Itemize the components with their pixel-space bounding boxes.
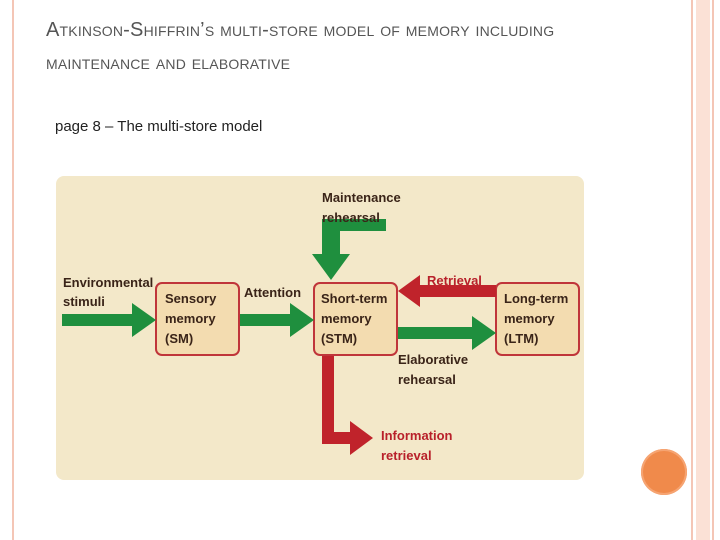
long-term-memory-label-line3: (LTM): [504, 331, 538, 346]
retrieval-arrow: [398, 275, 496, 307]
sensory-memory-label-line1: Sensory: [165, 291, 217, 306]
sensory-memory-label-line3: (SM): [165, 331, 193, 346]
right-decorative-rule: [691, 0, 693, 540]
environmental-stimuli-label-line2: stimuli: [63, 294, 105, 309]
left-decorative-rule: [12, 0, 14, 540]
elaborative-rehearsal-arrow: [398, 316, 496, 350]
short-term-memory-label-line1: Short-term: [321, 291, 387, 306]
orange-circle-decoration: [641, 449, 687, 495]
sensory-memory-box: [155, 282, 240, 356]
long-term-memory-box: [495, 282, 580, 356]
right-decorative-rule-outer: [712, 0, 714, 540]
short-term-memory-label-line2: memory: [321, 311, 372, 326]
retrieval-label: Retrieval: [427, 273, 482, 288]
elaborative-rehearsal-label-line2: rehearsal: [398, 372, 456, 387]
attention-arrow: [240, 303, 314, 337]
slide-title: Atkinson-Shiffrin’s multi-store model of…: [46, 19, 555, 74]
attention-label: Attention: [244, 285, 301, 300]
long-term-memory-label-line1: Long-term: [504, 291, 568, 306]
information-retrieval-arrow: [322, 356, 373, 455]
maintenance-rehearsal-label-line2: rehearsal: [322, 210, 380, 225]
long-term-memory-label-line2: memory: [504, 311, 555, 326]
right-decorative-band: [696, 0, 710, 540]
diagram-subheading: page 8 – The multi-store model: [55, 118, 263, 135]
elaborative-rehearsal-label-line1: Elaborative: [398, 352, 468, 367]
short-term-memory-label-line3: (STM): [321, 331, 357, 346]
maintenance-rehearsal-label-line1: Maintenance: [322, 190, 401, 205]
maintenance-rehearsal-arrow: [312, 219, 386, 283]
environmental-stimuli-label-line1: Environmental: [63, 275, 153, 290]
short-term-memory-box: [313, 282, 398, 356]
information-retrieval-label-line1: Information: [381, 428, 453, 443]
sensory-memory-label-line2: memory: [165, 311, 216, 326]
information-retrieval-label-line2: retrieval: [381, 448, 432, 463]
stimuli-to-sensory-arrow: [62, 303, 156, 337]
